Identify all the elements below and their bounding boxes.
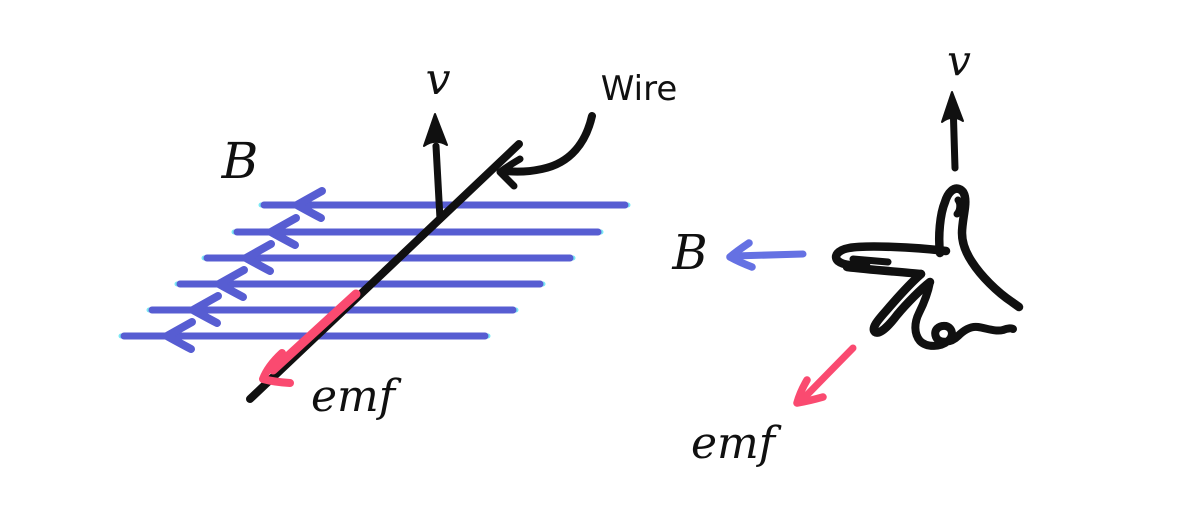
field-line-arrowhead xyxy=(163,318,196,353)
velocity-label-left: v xyxy=(425,54,451,105)
field-line xyxy=(231,214,604,249)
thumb-inner-stroke xyxy=(953,196,964,218)
velocity-arrowhead xyxy=(423,113,448,147)
wire-leader-arrowhead xyxy=(496,155,524,190)
field-line-arrowhead xyxy=(215,266,248,301)
b-field-arrow-right xyxy=(726,239,807,271)
thumb-and-palm-stroke xyxy=(934,184,1024,312)
left-diagram xyxy=(118,112,631,403)
field-line xyxy=(258,187,631,222)
field-line-arrowhead xyxy=(293,187,326,222)
right-hand-sketch xyxy=(831,184,1024,350)
velocity-label-right: v xyxy=(947,36,971,85)
emf-label-right: emf xyxy=(690,418,776,469)
wire-line xyxy=(246,140,523,403)
index-finger-bottom-stroke xyxy=(842,262,926,279)
emf-arrow-right xyxy=(793,344,857,407)
field-line xyxy=(201,240,576,275)
index-finger-inner-stroke xyxy=(849,255,892,266)
middle-finger-stroke xyxy=(869,269,935,337)
emf-arrow-shaft xyxy=(799,344,857,403)
emf-arrowhead xyxy=(259,349,294,387)
emf-arrow-shaft xyxy=(268,289,361,375)
field-line-arrowhead xyxy=(267,214,300,249)
velocity-arrow-right xyxy=(941,91,964,172)
curled-fingers-stroke xyxy=(911,278,1017,350)
field-line-arrowhead xyxy=(189,292,222,327)
velocity-arrowhead xyxy=(941,91,964,123)
emf-arrowhead xyxy=(793,376,827,407)
b-field-label-right: B xyxy=(672,225,708,281)
emf-label-left: emf xyxy=(310,371,396,422)
field-line-arrowhead xyxy=(242,240,275,275)
emf-arrow-left xyxy=(259,289,361,387)
field-line xyxy=(174,266,546,301)
velocity-arrow-shaft xyxy=(432,142,444,223)
velocity-arrow-left xyxy=(423,113,448,223)
field-lines xyxy=(118,187,631,353)
b-field-label-left: B xyxy=(221,132,259,190)
right-diagram xyxy=(726,91,1024,407)
b-arrow-shaft xyxy=(730,250,807,260)
wire-label: Wire xyxy=(600,69,678,109)
wire-leader-arrow xyxy=(496,112,596,190)
wire-leader-curve xyxy=(501,112,596,176)
b-arrowhead xyxy=(726,239,756,271)
